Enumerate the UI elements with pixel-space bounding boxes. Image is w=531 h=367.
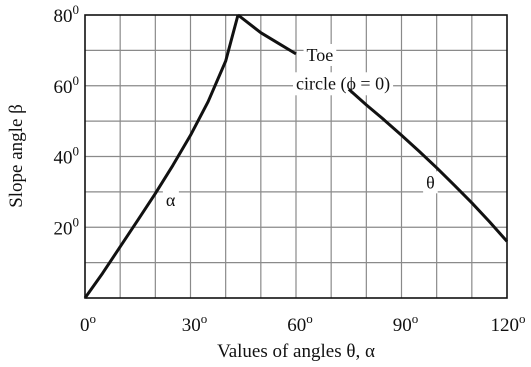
x-tick-30-degree: o	[201, 311, 208, 326]
annotation-bg-0	[162, 189, 179, 212]
annotation-bg-1	[423, 171, 438, 194]
x-tick-60: 60o	[287, 311, 313, 336]
x-tick-90: 90o	[393, 311, 419, 336]
y-tick-60-degree: 0	[73, 73, 80, 88]
annotation-3: circle (ϕ = 0)	[296, 73, 390, 94]
y-tick-80: 800	[54, 2, 80, 27]
x-tick-30-value: 30	[182, 315, 201, 336]
series-line-0	[83, 14, 240, 299]
y-tick-40: 400	[54, 144, 80, 169]
annotation-bg-3	[293, 72, 394, 96]
x-tick-120-degree: o	[519, 311, 526, 326]
x-tick-120-value: 120	[491, 315, 520, 336]
annotations: α θ Toe circle (ϕ = 0)	[166, 45, 435, 210]
y-tick-60-value: 60	[54, 77, 73, 98]
series-layer	[83, 13, 509, 299]
y-tick-40-value: 40	[54, 148, 73, 169]
x-tick-90-value: 90	[393, 315, 412, 336]
series-line-1	[237, 13, 297, 56]
annotation-1: θ	[426, 172, 435, 192]
y-tick-20-degree: 0	[73, 214, 80, 229]
x-tick-30: 30o	[182, 311, 208, 336]
y-tick-20: 200	[54, 214, 80, 239]
x-tick-0-degree: o	[90, 311, 97, 326]
y-axis-label: Slope angle β	[6, 104, 27, 208]
x-tick-120: 120o	[491, 311, 526, 336]
x-tick-90-degree: o	[412, 311, 419, 326]
grid-layer	[85, 15, 507, 298]
annotation-2: Toe	[307, 45, 334, 65]
x-axis-label: Values of angles θ, α	[217, 341, 375, 362]
y-tick-20-value: 20	[54, 218, 73, 239]
series-line-2	[347, 88, 509, 243]
x-tick-60-degree: o	[306, 311, 313, 326]
annotation-backgrounds	[162, 43, 438, 212]
x-tick-0: 0o	[80, 311, 96, 336]
y-tick-80-value: 80	[54, 6, 73, 27]
annotation-bg-2	[303, 43, 337, 66]
x-tick-0-value: 0	[80, 315, 90, 336]
plot-frame	[84, 14, 508, 299]
y-tick-80-degree: 0	[73, 2, 80, 17]
y-tick-40-degree: 0	[73, 144, 80, 159]
y-tick-60: 600	[54, 73, 80, 98]
x-tick-60-value: 60	[287, 315, 306, 336]
annotation-0: α	[166, 190, 176, 210]
